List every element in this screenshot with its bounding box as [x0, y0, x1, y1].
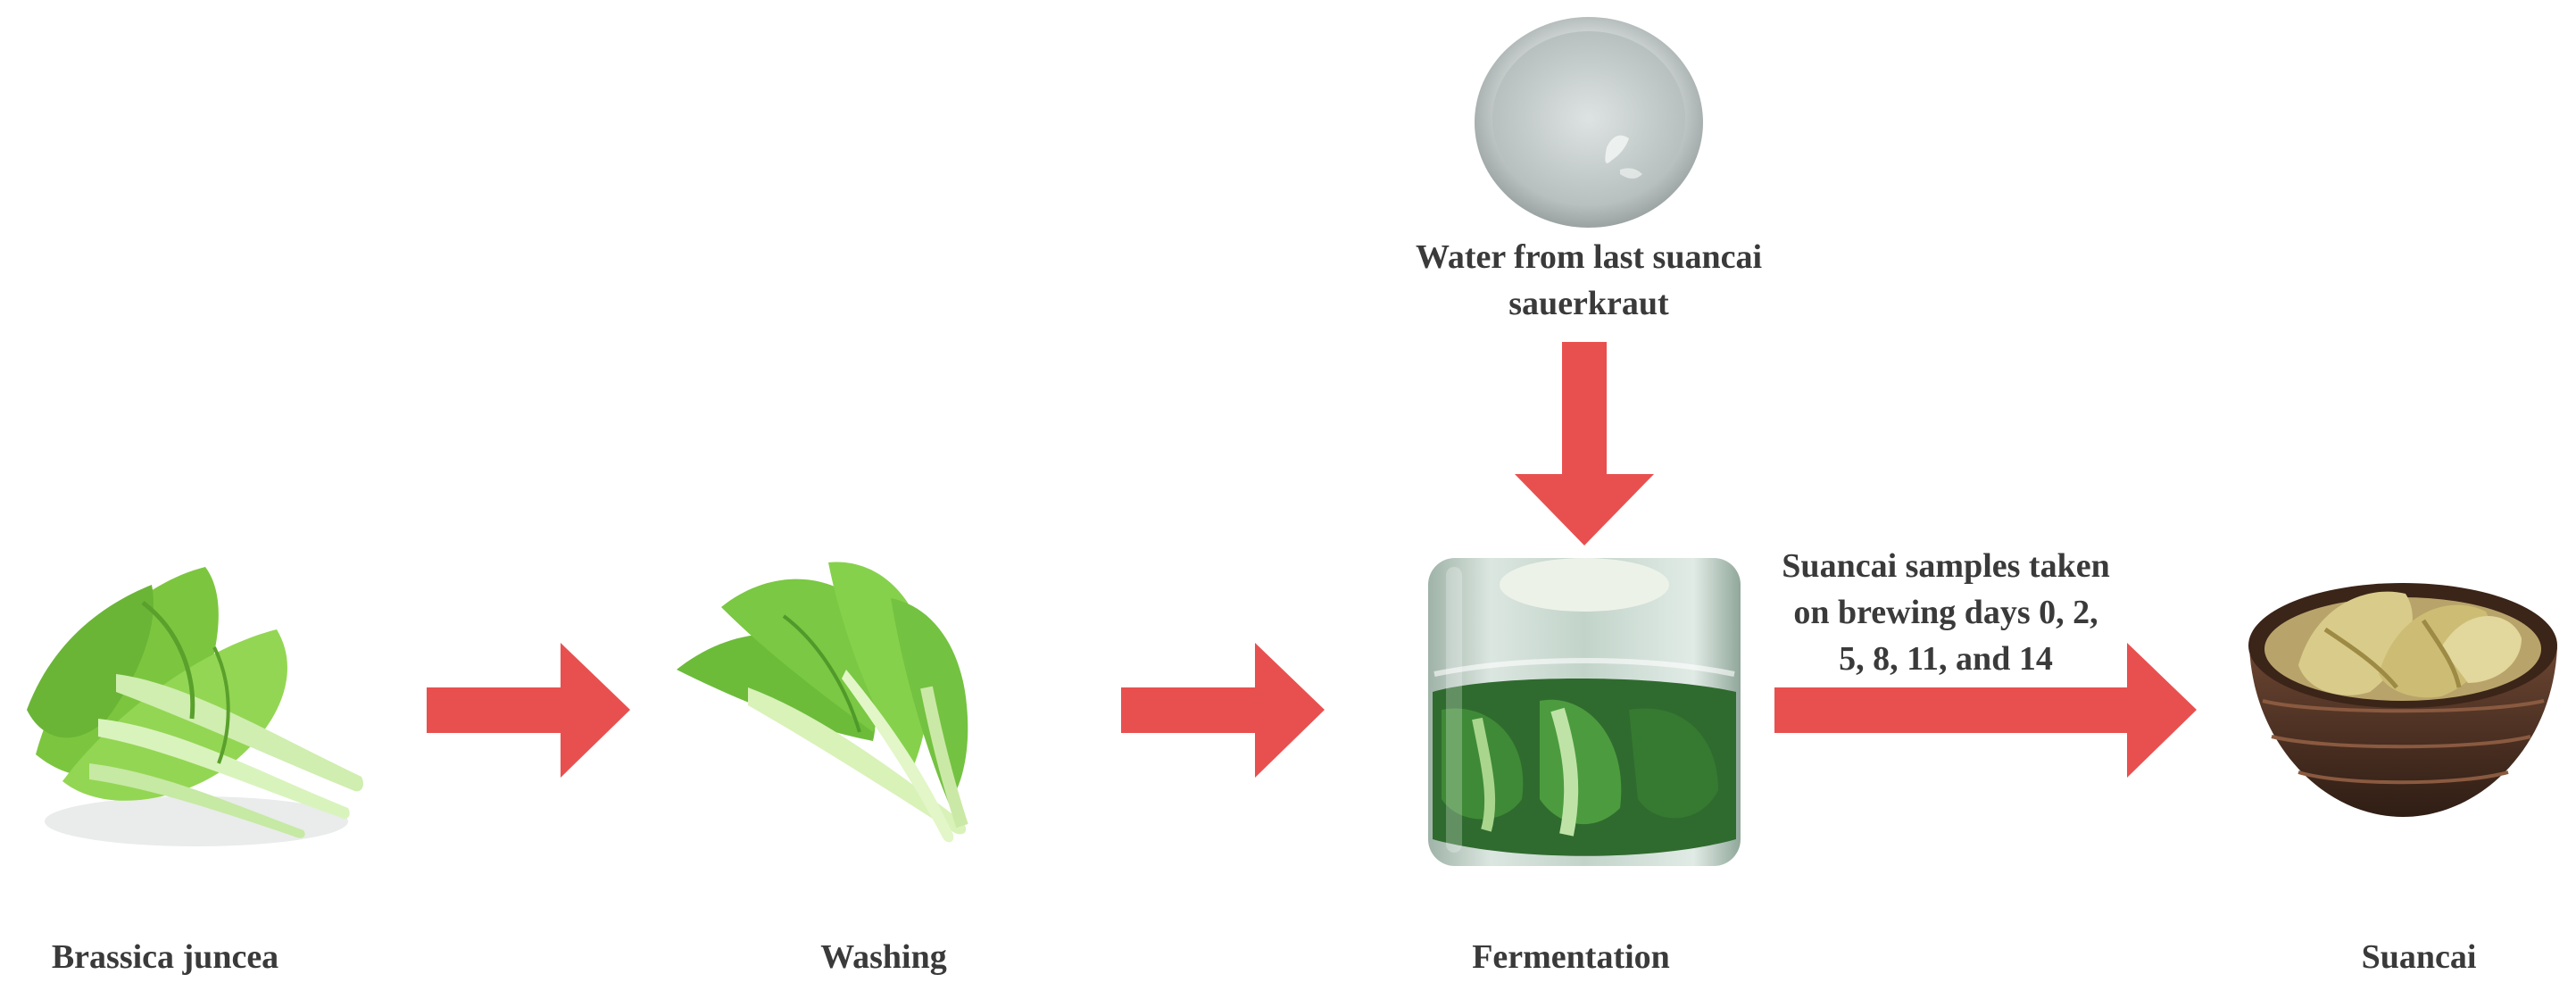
water-input-label-line2: sauerkraut	[1508, 285, 1669, 322]
water-input-label-line1: Water from last suancai	[1415, 238, 1763, 276]
arrow-3	[1774, 641, 2198, 779]
water-bowl-photo	[1473, 13, 1705, 232]
washed-greens-photo	[668, 554, 1043, 848]
step-label-washing: Washing	[820, 938, 947, 976]
step-label-suancai: Suancai	[2361, 938, 2477, 976]
step-label-fermentation: Fermentation	[1472, 938, 1670, 976]
arrow-2	[1121, 641, 1326, 779]
step-label-brassica-juncea: Brassica juncea	[51, 938, 279, 976]
down-arrow	[1513, 342, 1656, 547]
arrow-1	[427, 641, 632, 779]
sampling-caption-line1: Suancai samples taken	[1782, 547, 2110, 585]
sampling-caption-line2: on brewing days 0, 2,	[1793, 594, 2098, 631]
water-input-label: Water from last suancai sauerkraut	[1348, 234, 1830, 327]
mustard-greens-photo	[9, 549, 384, 853]
sampling-caption-line3: 5, 8, 11, and 14	[1839, 640, 2053, 678]
suancai-bowl-photo	[2245, 567, 2562, 821]
fermentation-jar-photo	[1424, 558, 1745, 866]
sampling-caption: Suancai samples taken on brewing days 0,…	[1749, 543, 2142, 682]
